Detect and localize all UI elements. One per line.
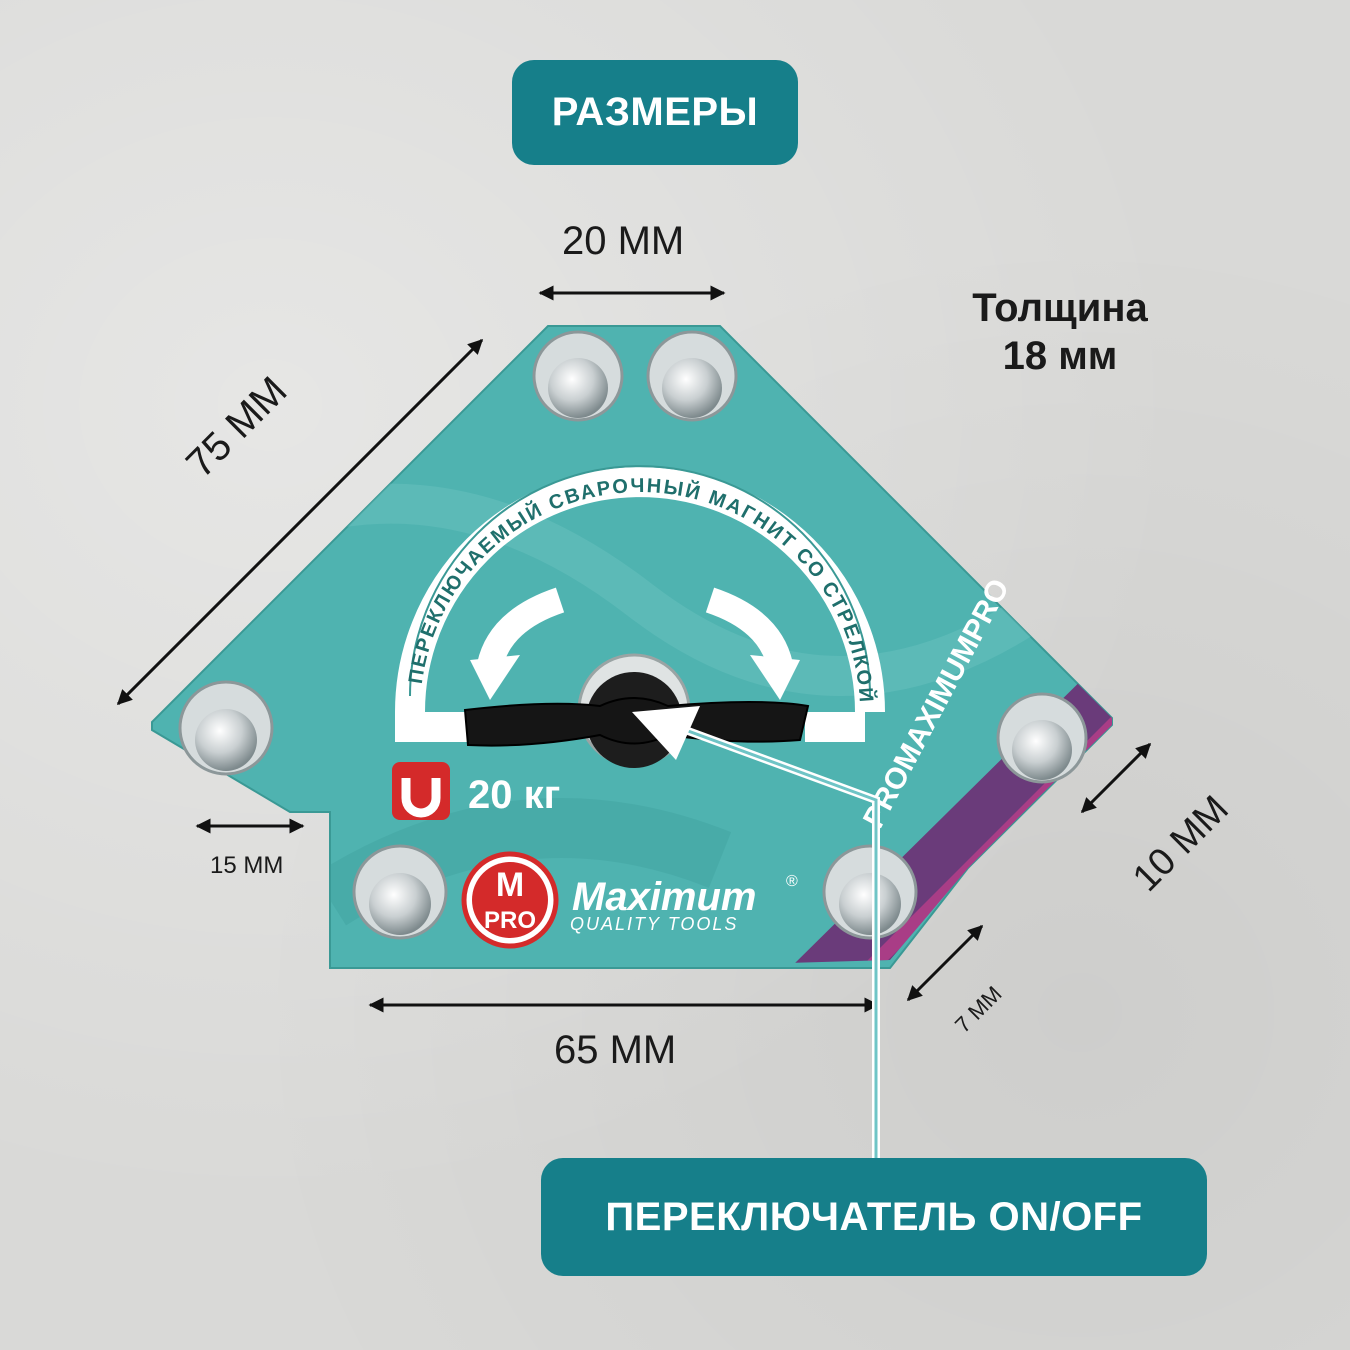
dimension-line-right-tab (1080, 742, 1152, 814)
header-badge: РАЗМЕРЫ (512, 60, 798, 165)
header-title: РАЗМЕРЫ (551, 90, 759, 134)
callout-badge: ПЕРЕКЛЮЧАТЕЛЬ ON/OFF (541, 1158, 1207, 1276)
thickness-label: Толщина (972, 286, 1148, 330)
bolt-bottom-right (822, 844, 918, 940)
brand-badge-top: M (496, 866, 524, 904)
brand-badge-bottom: PRO (484, 907, 536, 934)
dimension-left-tab: 15 ММ (210, 852, 284, 879)
callout-pointer (632, 706, 880, 1160)
registered-mark: ® (786, 873, 798, 890)
bolt-right (996, 692, 1088, 784)
thickness-value: 18 мм (1002, 334, 1118, 378)
load-rating: 20 кг (468, 773, 560, 817)
bolt-top-left (532, 330, 624, 422)
bolt-bottom-left (352, 844, 448, 940)
bolt-top-right (646, 330, 738, 422)
callout-label: ПЕРЕКЛЮЧАТЕЛЬ ON/OFF (605, 1194, 1143, 1239)
magnet-icon (392, 762, 450, 820)
dimension-top-width: 20 ММ (562, 219, 685, 263)
brand-tagline: QUALITY TOOLS (570, 914, 738, 934)
rotate-right-arrow-icon (705, 587, 800, 700)
dimension-line-corner (906, 924, 984, 1002)
brand-name: Maximum (572, 875, 757, 919)
thickness-note: Толщина 18 мм (930, 284, 1190, 380)
bolt-left (178, 680, 274, 776)
dimension-bottom-width: 65 ММ (554, 1028, 677, 1072)
brand-logo: M PRO Maximum ® QUALITY TOOLS (461, 851, 798, 949)
dimension-line-diagonal (116, 338, 484, 706)
